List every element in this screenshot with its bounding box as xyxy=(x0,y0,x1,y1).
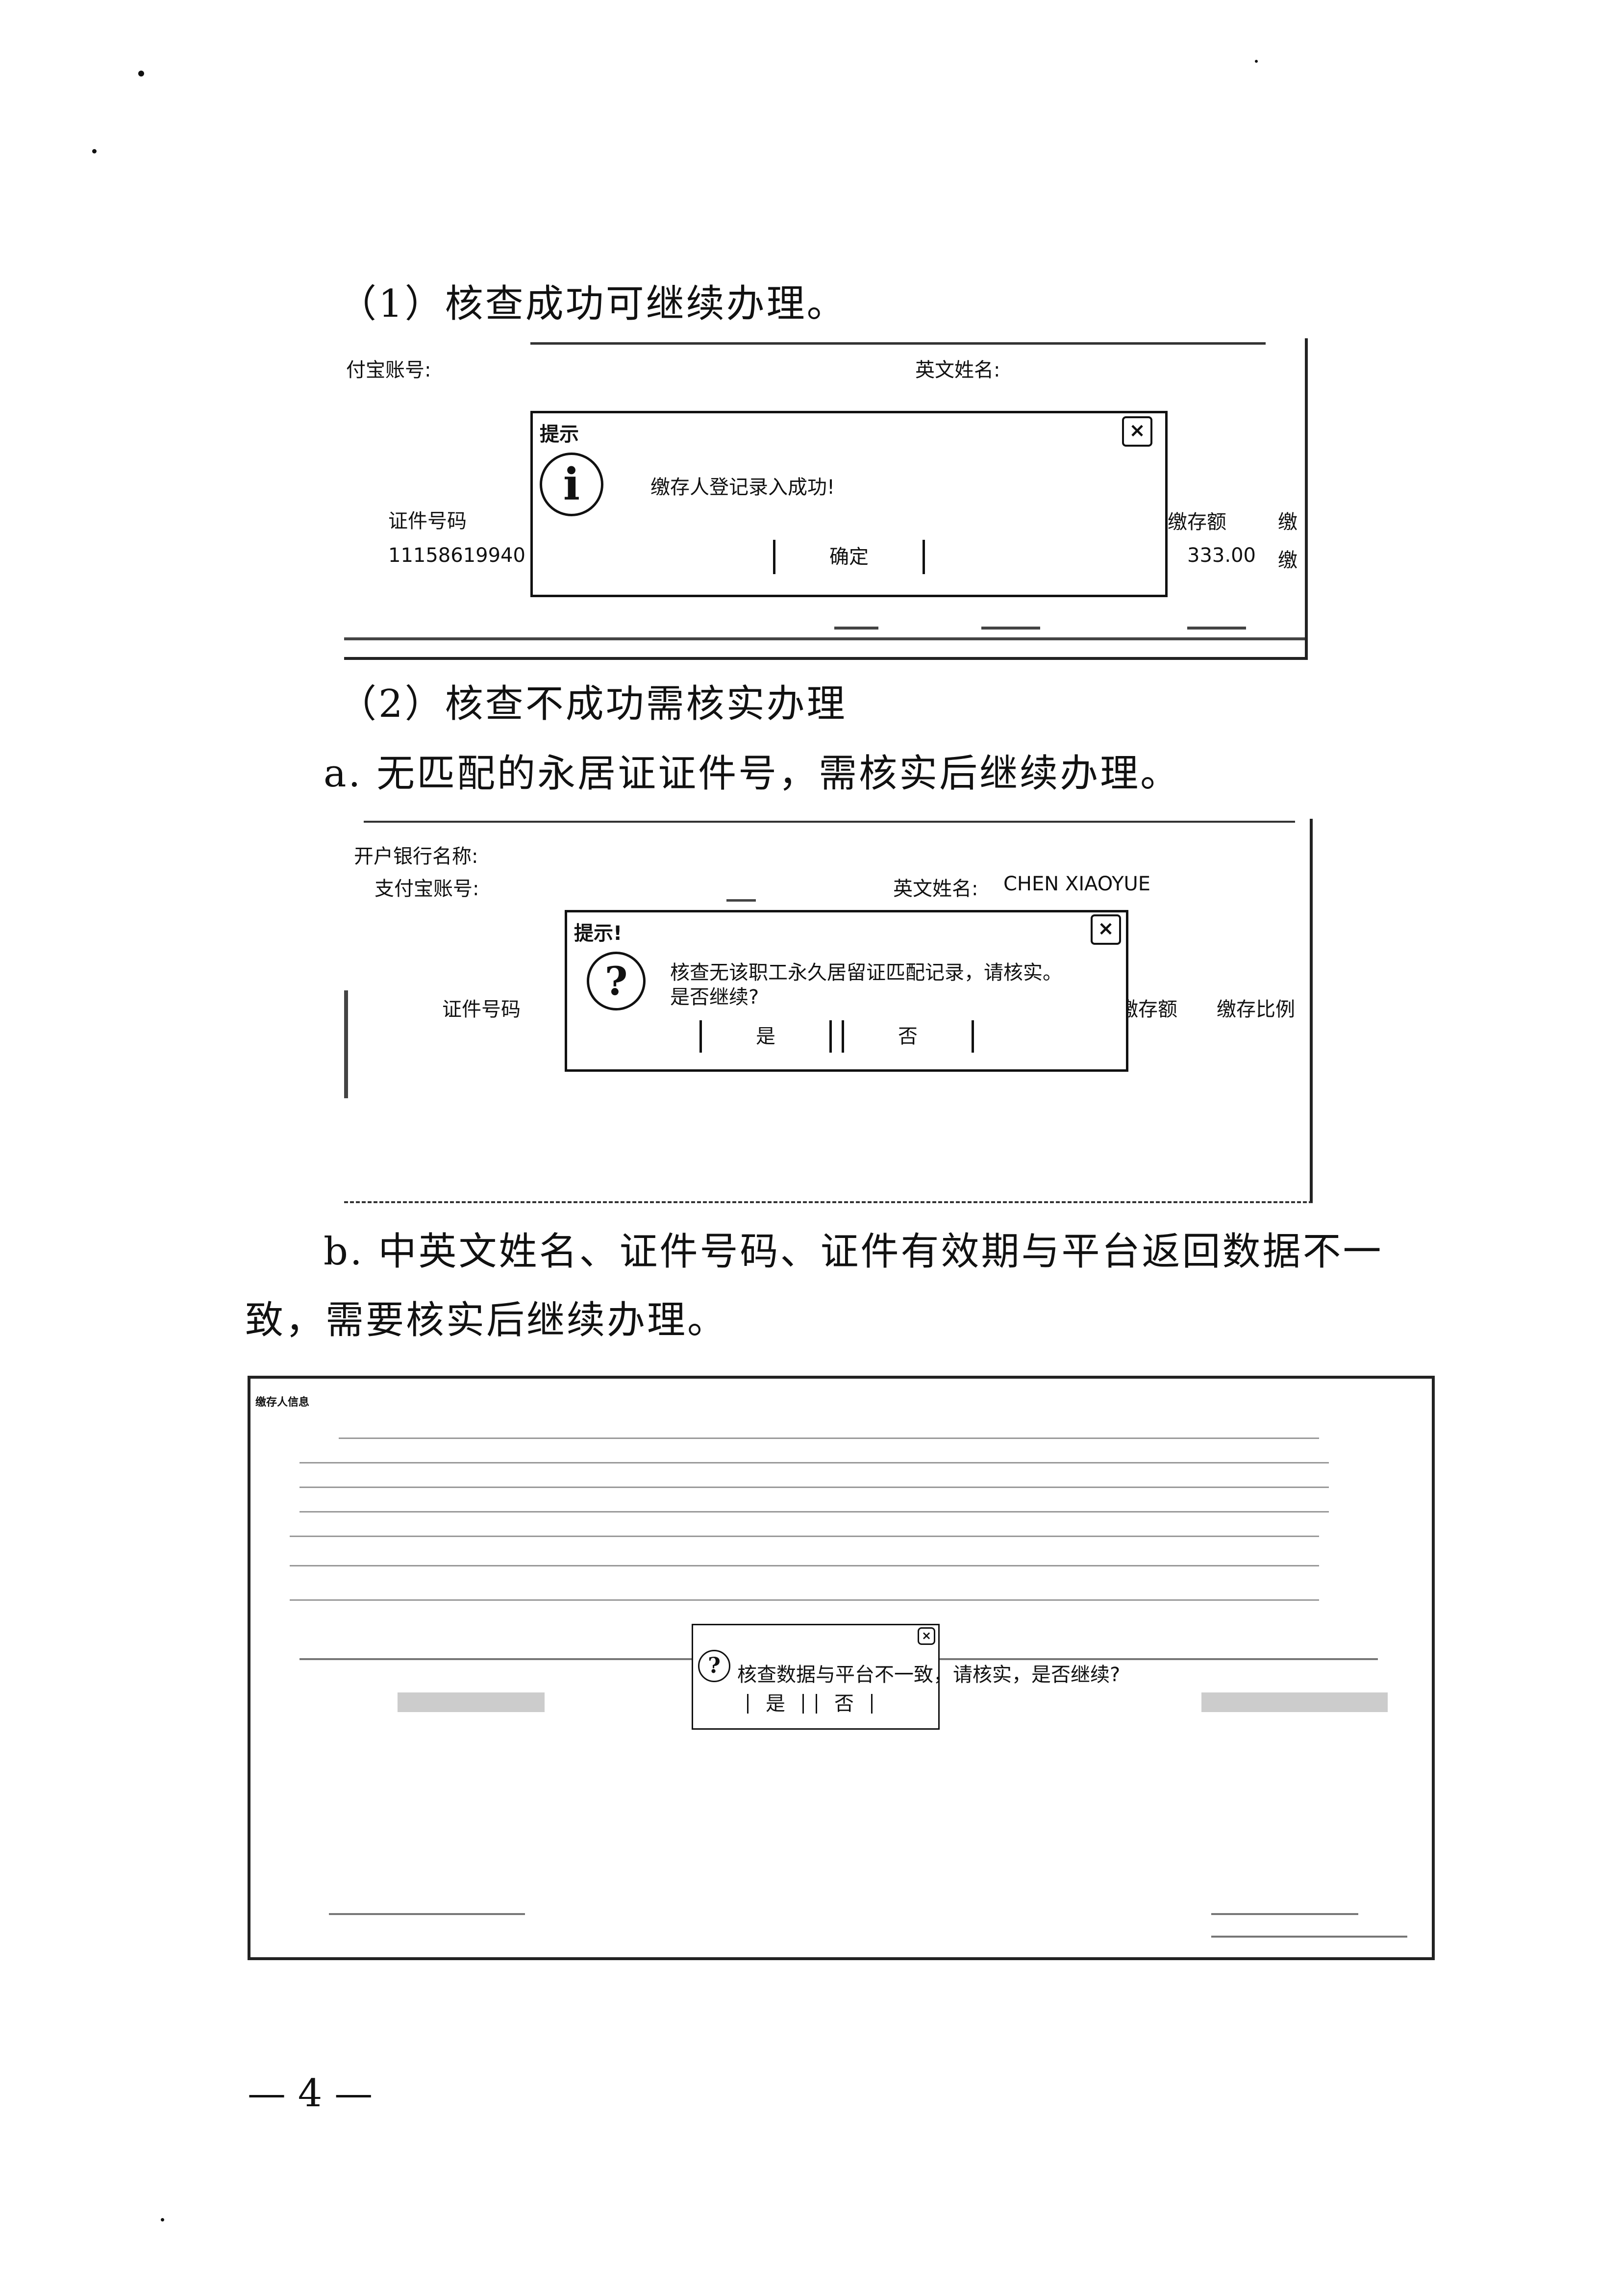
dialog-title: 提示 xyxy=(540,423,579,446)
form-row-noise xyxy=(290,1565,1319,1566)
paragraph-data-mismatch-1: b. 中英文姓名、证件号码、证件有效期与平台返回数据不一 xyxy=(324,1230,1383,1274)
screenshot-no-match: 开户银行名称: 支付宝账号: 英文姓名: CHEN XIAOYUE 证件号码 缴… xyxy=(344,819,1313,1203)
form-row-noise xyxy=(299,1487,1329,1488)
alipay-account-label: 付宝账号: xyxy=(346,359,431,381)
scan-dot xyxy=(138,71,144,76)
yes-button[interactable]: 是 xyxy=(699,1020,832,1053)
amount-value: 333.00 xyxy=(1187,544,1256,567)
scan-noise xyxy=(834,627,878,630)
info-icon: i xyxy=(540,453,603,516)
screenshot-data-mismatch: 缴存人信息 × ? 核查数据与平台不一致，请核实，是否继续? 是 否 xyxy=(248,1376,1435,1960)
english-name-label: 英文姓名: xyxy=(893,878,978,900)
dashed-top-line xyxy=(364,821,1295,823)
amount-header-2: 缴 xyxy=(1278,511,1298,533)
scan-noise xyxy=(344,990,348,1098)
paragraph-no-match: a. 无匹配的永居证证件号，需核实后继续办理。 xyxy=(324,752,1181,796)
question-icon: ? xyxy=(698,1650,730,1682)
scan-noise xyxy=(344,637,1305,640)
amount-header: 缴存额 xyxy=(1119,998,1177,1021)
paragraph-data-mismatch-2: 致，需要核实后继续办理。 xyxy=(245,1298,728,1342)
dialog-message: 核查数据与平台不一致，请核实，是否继续? xyxy=(737,1664,1121,1686)
bank-name-label: 开户银行名称: xyxy=(354,845,478,868)
amount-value-2: 缴 xyxy=(1278,549,1298,572)
table-row-noise xyxy=(1201,1692,1388,1712)
amount-header: 缴存额 xyxy=(1168,511,1226,533)
id-number-header: 证件号码 xyxy=(442,998,521,1021)
id-number-value: 11158619940 xyxy=(388,544,525,567)
footer-noise xyxy=(329,1913,525,1915)
footer-noise xyxy=(1211,1913,1358,1915)
alipay-account-label: 支付宝账号: xyxy=(374,878,479,900)
form-row-noise xyxy=(290,1536,1319,1537)
success-dialog: 提示 × i 缴存人登记录入成功! 确定 xyxy=(530,411,1168,597)
dialog-title: 提示! xyxy=(574,922,623,945)
screenshot-check-success: 付宝账号: 英文姓名: 证件号码 11158619940 缴存额 缴 333.0… xyxy=(344,338,1308,660)
english-name-label: 英文姓名: xyxy=(915,359,1000,381)
id-number-header: 证件号码 xyxy=(388,510,467,532)
question-icon: ? xyxy=(587,952,646,1010)
close-icon[interactable]: × xyxy=(1091,914,1121,945)
scan-noise xyxy=(1187,627,1246,630)
yes-button[interactable]: 是 xyxy=(747,1694,804,1714)
no-button[interactable]: 否 xyxy=(816,1694,873,1714)
english-name-value: CHEN XIAOYUE xyxy=(1003,873,1151,895)
ok-button[interactable]: 确定 xyxy=(773,540,925,574)
scan-dot xyxy=(1255,60,1258,63)
dialog-message: 缴存人登记录入成功! xyxy=(650,476,835,499)
ratio-header: 缴存比例 xyxy=(1217,998,1295,1021)
form-row-noise xyxy=(290,1599,1319,1601)
scan-dot xyxy=(161,2218,164,2221)
dialog-message-line1: 核查无该职工永久居留证匹配记录，请核实。 xyxy=(670,961,1062,984)
no-match-dialog: 提示! × ? 核查无该职工永久居留证匹配记录，请核实。 是否继续? 是 否 xyxy=(565,910,1128,1072)
form-row-noise xyxy=(299,1511,1329,1513)
page-number: — 4 — xyxy=(248,2071,373,2116)
paragraph-check-failed: （2）核查不成功需核实办理 xyxy=(338,682,847,726)
footer-noise xyxy=(1211,1936,1407,1938)
form-row-noise xyxy=(299,1462,1329,1463)
close-icon[interactable]: × xyxy=(1122,416,1152,447)
paragraph-check-success: （1）核查成功可继续办理。 xyxy=(338,282,847,326)
scan-dot xyxy=(92,149,97,153)
form-row-noise xyxy=(339,1438,1319,1439)
dialog-message-line2: 是否继续? xyxy=(670,986,759,1009)
scan-noise xyxy=(726,899,756,902)
dashed-top-line xyxy=(530,342,1266,345)
no-button[interactable]: 否 xyxy=(842,1020,974,1053)
scan-noise xyxy=(981,627,1040,630)
close-icon[interactable]: × xyxy=(918,1627,935,1645)
table-row-noise xyxy=(398,1692,545,1712)
mismatch-dialog: × ? 核查数据与平台不一致，请核实，是否继续? 是 否 xyxy=(692,1624,1120,1730)
form-header: 缴存人信息 xyxy=(255,1396,310,1409)
